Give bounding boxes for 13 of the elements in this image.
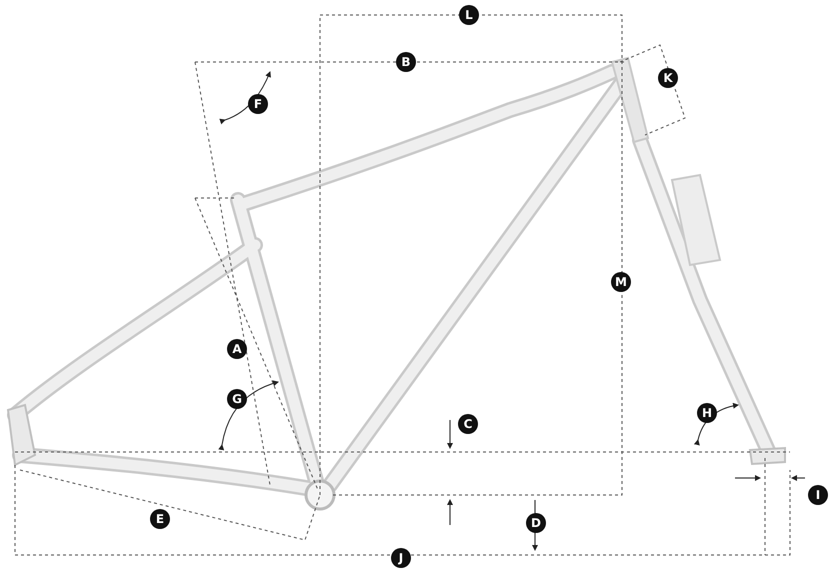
callout-letter: I — [808, 485, 828, 505]
callout-letter: C — [458, 414, 478, 434]
callout-letter: L — [459, 5, 479, 25]
callout-letter: H — [697, 403, 717, 423]
callout-letter: K — [658, 68, 678, 88]
callout-letter: B — [396, 52, 416, 72]
callout-letter: G — [227, 389, 247, 409]
callout-letter: M — [611, 272, 631, 292]
callout-letter: A — [227, 339, 247, 359]
callout-letter: J — [391, 548, 411, 568]
callout-letter: F — [248, 94, 268, 114]
callout-letter: E — [150, 509, 170, 529]
callout-letter: D — [526, 513, 546, 533]
